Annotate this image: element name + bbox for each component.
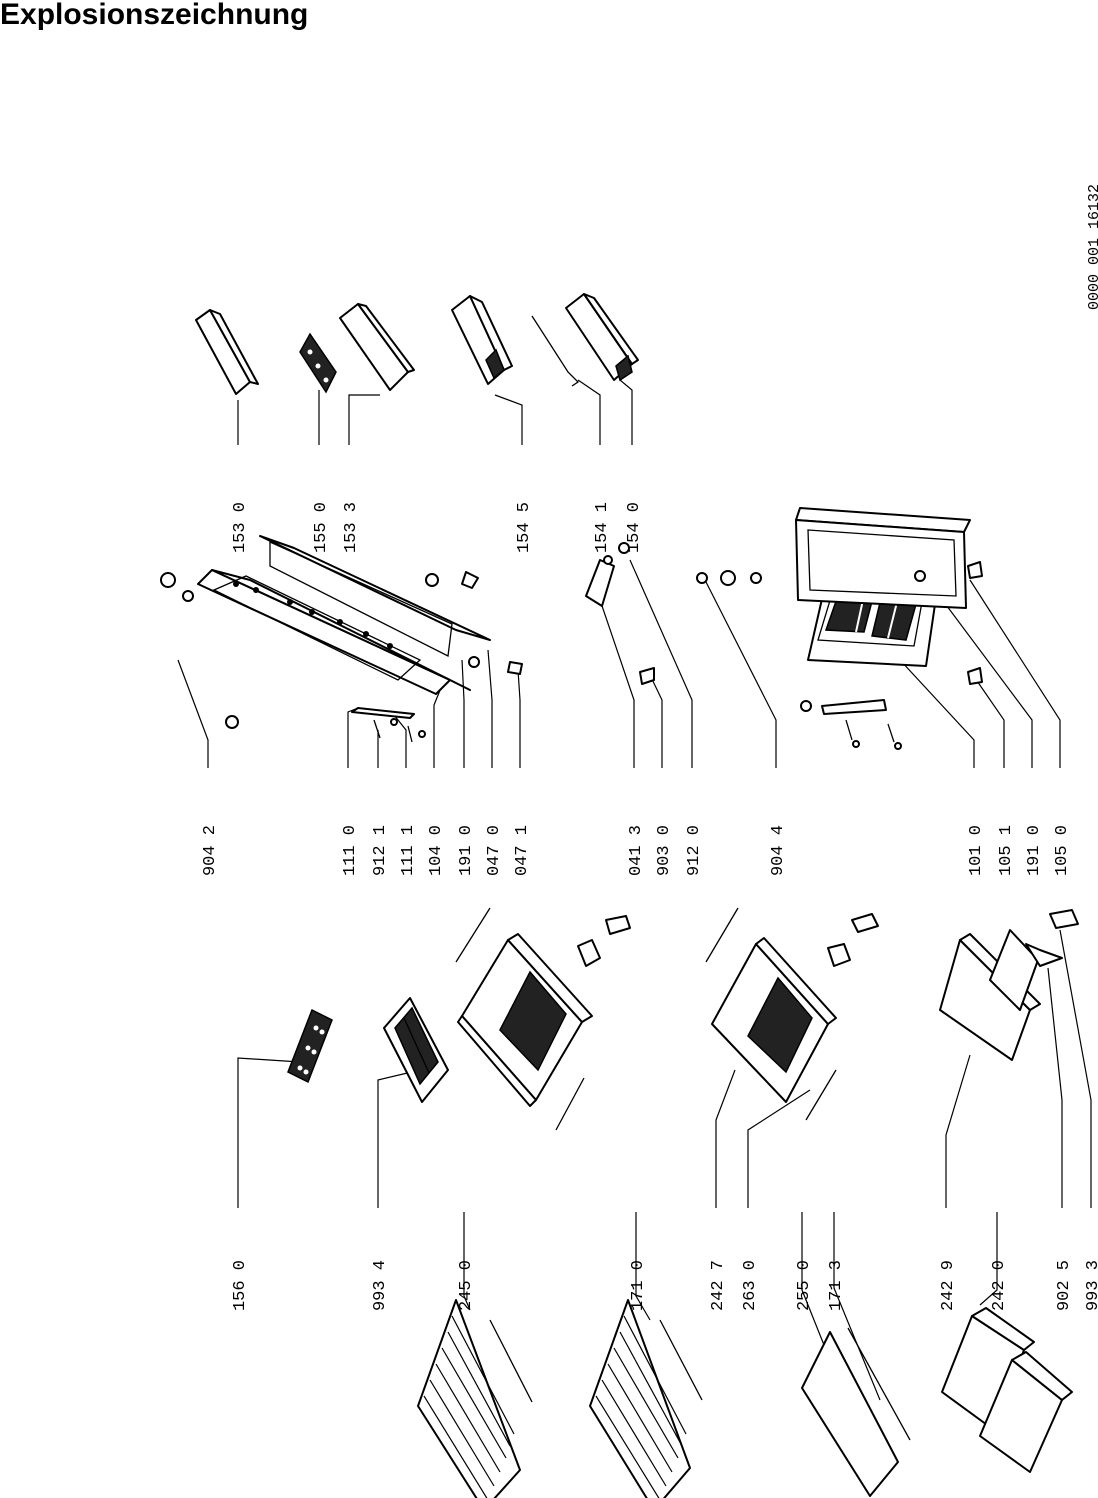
label-153-3: 153 3 bbox=[342, 502, 361, 553]
label-105-0: 105 0 bbox=[1053, 825, 1072, 876]
small-drawers-242-0 bbox=[941, 1307, 1073, 1473]
label-171-0: 171 0 bbox=[629, 1260, 648, 1311]
tray-993 bbox=[383, 997, 449, 1103]
part-labels: 156 0 993 4 245 0 171 0 242 7 263 0 255 … bbox=[201, 502, 1098, 1311]
glass-shelf-255 bbox=[801, 1327, 911, 1497]
fridge-hinge-parts bbox=[696, 561, 983, 750]
label-153-0: 153 0 bbox=[231, 502, 250, 553]
freezer-drawer-242-9 bbox=[939, 909, 1079, 1061]
label-912-0: 912 0 bbox=[685, 825, 704, 876]
freezer-drawer-245 bbox=[455, 907, 631, 1131]
label-912-1: 912 1 bbox=[371, 825, 390, 876]
label-904-2: 904 2 bbox=[201, 825, 220, 876]
label-242-0: 242 0 bbox=[990, 1260, 1009, 1311]
label-156-0: 156 0 bbox=[231, 1260, 250, 1311]
label-993-4: 993 4 bbox=[371, 1260, 390, 1311]
label-047-0: 047 0 bbox=[485, 825, 504, 876]
wire-shelf-171 bbox=[589, 1299, 703, 1498]
door-gasket-191 bbox=[259, 535, 491, 657]
label-902-5: 902 5 bbox=[1055, 1260, 1074, 1311]
drawing-reference: 0000 001 16132 bbox=[1086, 184, 1098, 310]
label-191-0-b: 191 0 bbox=[1025, 825, 1044, 876]
label-242-9: 242 9 bbox=[939, 1260, 958, 1311]
freezer-drawer-242-7 bbox=[705, 907, 879, 1121]
label-263-0: 263 0 bbox=[741, 1260, 760, 1311]
label-154-1: 154 1 bbox=[593, 502, 612, 553]
label-111-1: 111 1 bbox=[399, 825, 418, 876]
wire-shelf-245 bbox=[417, 1299, 533, 1498]
egg-tray-155 bbox=[299, 332, 337, 394]
label-111-0: 111 0 bbox=[341, 825, 360, 876]
label-155-0: 155 0 bbox=[312, 502, 331, 553]
label-191-0-a: 191 0 bbox=[457, 825, 476, 876]
hinge-041 bbox=[585, 542, 655, 685]
handle-111 bbox=[351, 707, 426, 743]
label-993-3: 993 3 bbox=[1084, 1260, 1098, 1311]
page-title: Explosionszeichnung bbox=[0, 0, 309, 31]
hinge-parts bbox=[160, 571, 523, 729]
label-242-7: 242 7 bbox=[709, 1260, 728, 1311]
label-154-5: 154 5 bbox=[515, 502, 534, 553]
label-105-1: 105 1 bbox=[997, 825, 1016, 876]
ice-cube-tray-156 bbox=[287, 1008, 333, 1084]
label-255-0: 255 0 bbox=[795, 1260, 814, 1311]
label-171-3: 171 3 bbox=[827, 1260, 846, 1311]
label-904-4: 904 4 bbox=[769, 825, 788, 876]
label-245-0: 245 0 bbox=[457, 1260, 476, 1311]
fridge-door-gasket-191 bbox=[795, 507, 971, 609]
label-104-0: 104 0 bbox=[427, 825, 446, 876]
label-101-0: 101 0 bbox=[967, 825, 986, 876]
freezer-door-104 bbox=[197, 569, 471, 695]
leader-lines bbox=[177, 379, 1092, 1461]
label-154-0: 154 0 bbox=[625, 502, 644, 553]
door-shelf-153-0 bbox=[195, 309, 259, 395]
label-047-1: 047 1 bbox=[513, 825, 532, 876]
label-041-3: 041 3 bbox=[627, 825, 646, 876]
door-shelf-153-3 bbox=[339, 303, 415, 391]
bottle-shelf-154-5 bbox=[451, 295, 513, 385]
bottle-shelf-154-0 bbox=[565, 293, 639, 382]
label-903-0: 903 0 bbox=[655, 825, 674, 876]
shelf-retainer-154-1 bbox=[531, 315, 580, 387]
